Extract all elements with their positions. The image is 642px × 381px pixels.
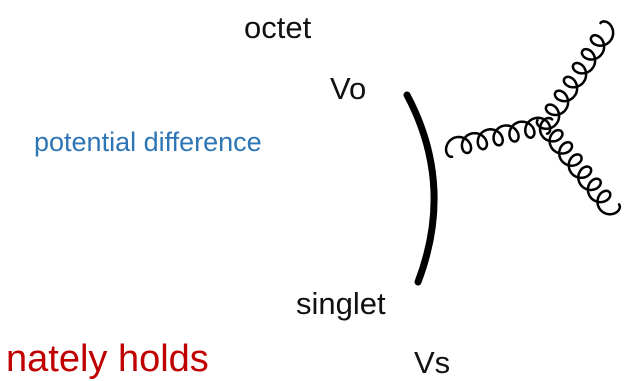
vs-label: Vs (414, 345, 451, 380)
singlet-label: singlet (296, 286, 386, 321)
gluon-line-down (538, 116, 622, 216)
gluon-line-up (535, 20, 615, 131)
gluon-line-left (444, 116, 552, 159)
vo-label: Vo (330, 71, 367, 106)
approximately-holds-text: nately holds (6, 338, 209, 380)
potential-arc (403, 91, 438, 286)
potential-difference-label: potential difference (34, 127, 262, 157)
three-gluon-vertex-icon (444, 20, 622, 216)
octet-label: octet (244, 10, 312, 45)
